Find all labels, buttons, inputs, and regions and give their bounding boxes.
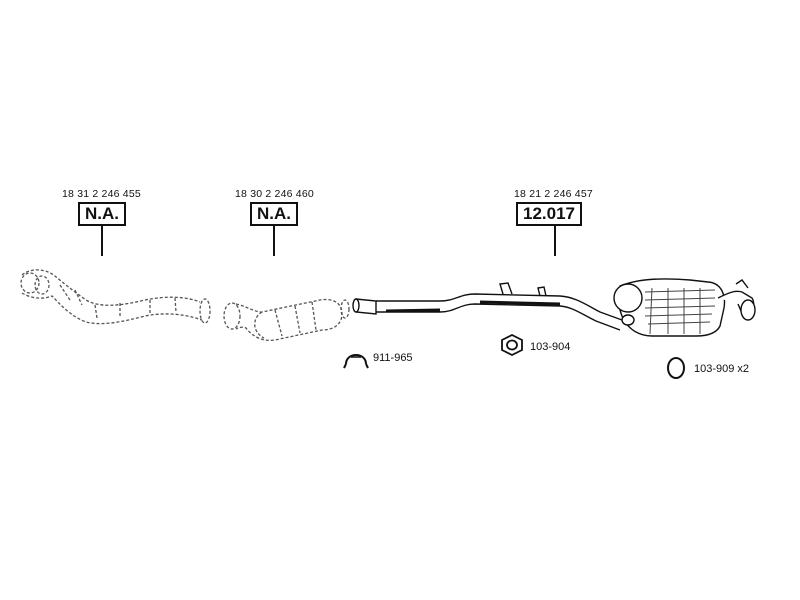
part-1-oem-number: 18 31 2 246 455 — [62, 188, 141, 200]
part-3-article-box[interactable]: 12.017 — [516, 202, 582, 226]
catalytic-converter-drawing[interactable] — [223, 298, 350, 342]
accessory-ring-code: 103-909 x2 — [694, 363, 750, 375]
rear-silencer-drawing[interactable] — [613, 278, 756, 337]
middle-pipe-drawing[interactable] — [352, 282, 623, 331]
ring-icon[interactable] — [667, 357, 685, 379]
part-2-leader-line — [273, 226, 275, 256]
clamp-icon[interactable] — [343, 354, 369, 369]
accessory-clamp-code: 911-965 — [373, 352, 413, 364]
front-pipe-drawing[interactable] — [20, 269, 211, 325]
part-3-leader-line — [554, 226, 556, 256]
part-1-leader-line — [101, 226, 103, 256]
part-2-article-box[interactable]: N.A. — [250, 202, 298, 226]
gasket-icon[interactable] — [501, 333, 523, 357]
accessory-gasket-code: 103-904 — [530, 341, 571, 353]
part-3-oem-number: 18 21 2 246 457 — [514, 188, 593, 200]
part-2-oem-number: 18 30 2 246 460 — [235, 188, 314, 200]
part-1-article-box[interactable]: N.A. — [78, 202, 126, 226]
